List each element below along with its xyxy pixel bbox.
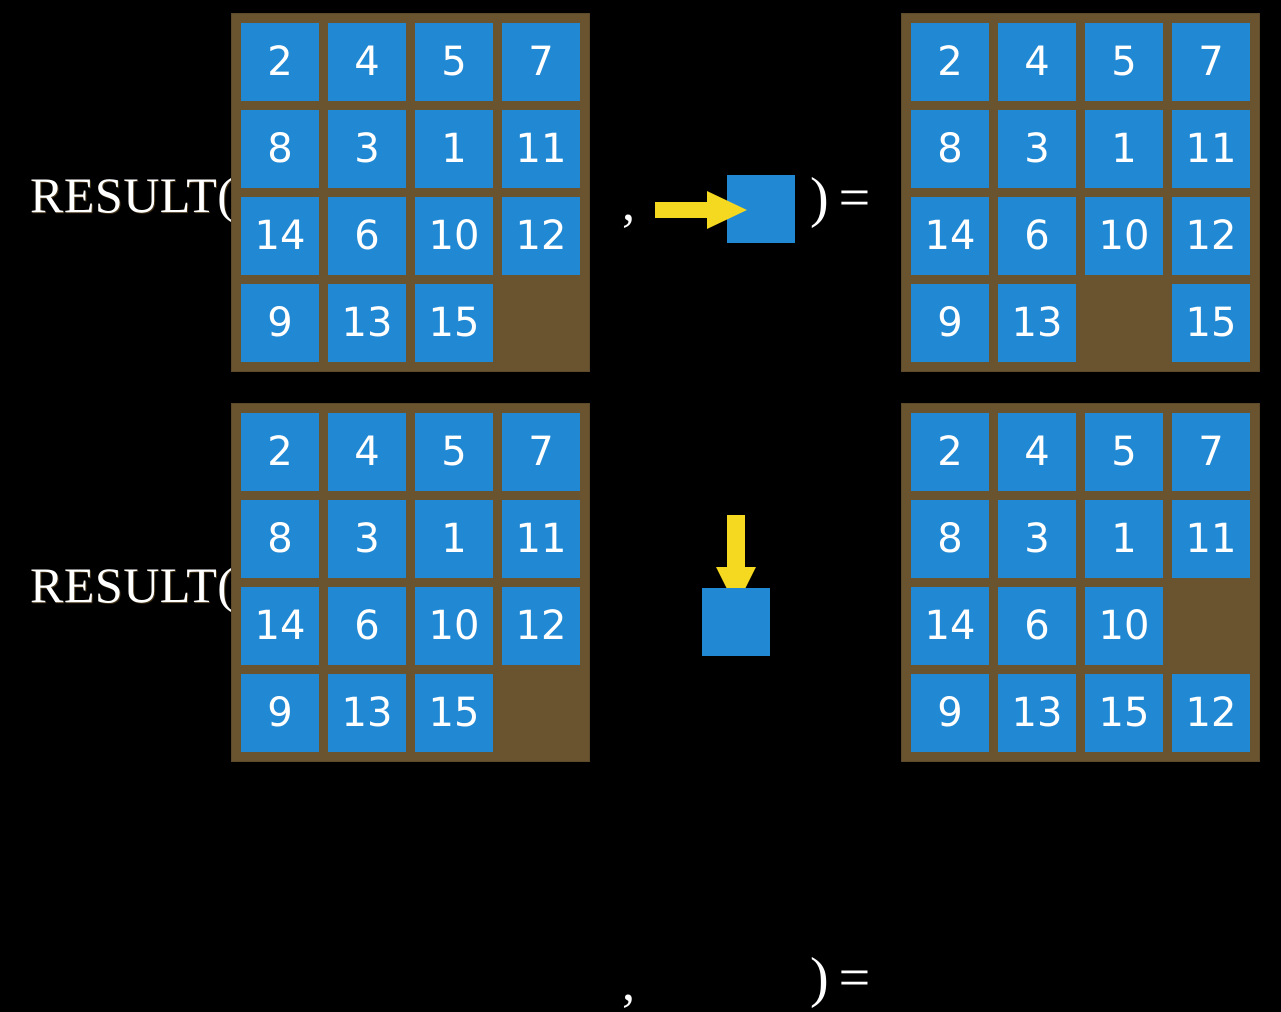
puzzle-tile[interactable]: 1 <box>1085 500 1163 578</box>
puzzle-tile[interactable]: 14 <box>241 197 319 275</box>
action-blank-tile-down[interactable] <box>702 588 770 656</box>
move-down-action <box>700 515 775 660</box>
equation-row-right-move: RESULT( 2 4 5 7 8 3 1 11 14 6 10 12 9 13… <box>0 0 1281 390</box>
puzzle-tile[interactable]: 4 <box>328 413 406 491</box>
puzzle-tile[interactable]: 13 <box>998 674 1076 752</box>
puzzle-grid: 2 4 5 7 8 3 1 11 14 6 10 12 9 13 15 <box>911 23 1250 362</box>
puzzle-tile[interactable]: 13 <box>328 284 406 362</box>
puzzle-tile[interactable]: 7 <box>502 23 580 101</box>
puzzle-tile[interactable]: 12 <box>1172 674 1250 752</box>
arrow-down-icon <box>716 515 756 607</box>
puzzle-tile[interactable]: 6 <box>328 197 406 275</box>
puzzle-tile[interactable]: 12 <box>1172 197 1250 275</box>
puzzle-tile[interactable]: 7 <box>1172 23 1250 101</box>
puzzle-tile[interactable]: 10 <box>415 587 493 665</box>
puzzle-tile[interactable]: 15 <box>415 674 493 752</box>
puzzle-tile[interactable]: 2 <box>911 23 989 101</box>
puzzle-tile[interactable]: 11 <box>502 500 580 578</box>
equals-sign: = <box>838 947 871 1009</box>
puzzle-blank-slot[interactable] <box>502 284 580 362</box>
equation-row-down-move: RESULT( 2 4 5 7 8 3 1 11 14 6 10 12 9 13… <box>0 390 1281 1010</box>
puzzle-tile[interactable]: 3 <box>328 500 406 578</box>
puzzle-tile[interactable]: 12 <box>502 587 580 665</box>
puzzle-tile[interactable]: 13 <box>998 284 1076 362</box>
argument-separator-comma-top: , <box>622 175 635 232</box>
close-paren-equals-bottom: )= <box>810 950 870 1006</box>
puzzle-tile[interactable]: 8 <box>241 110 319 188</box>
puzzle-tile[interactable]: 5 <box>415 413 493 491</box>
puzzle-tile[interactable]: 1 <box>1085 110 1163 188</box>
puzzle-tile[interactable]: 10 <box>1085 197 1163 275</box>
puzzle-blank-slot[interactable] <box>1172 587 1250 665</box>
puzzle-tile[interactable]: 10 <box>1085 587 1163 665</box>
puzzle-tile[interactable]: 11 <box>502 110 580 188</box>
puzzle-tile[interactable]: 11 <box>1172 500 1250 578</box>
puzzle-tile[interactable]: 5 <box>1085 23 1163 101</box>
puzzle-tile[interactable]: 12 <box>502 197 580 275</box>
puzzle-tile[interactable]: 3 <box>998 500 1076 578</box>
puzzle-tile[interactable]: 3 <box>328 110 406 188</box>
puzzle-tile[interactable]: 6 <box>998 197 1076 275</box>
arrow-right-icon <box>655 191 747 229</box>
puzzle-tile[interactable]: 14 <box>911 197 989 275</box>
puzzle-tile[interactable]: 7 <box>502 413 580 491</box>
puzzle-tile[interactable]: 1 <box>415 500 493 578</box>
fifteen-puzzle-input-top: 2 4 5 7 8 3 1 11 14 6 10 12 9 13 15 <box>232 14 589 371</box>
puzzle-tile[interactable]: 8 <box>241 500 319 578</box>
puzzle-blank-slot[interactable] <box>1085 284 1163 362</box>
puzzle-tile[interactable]: 2 <box>911 413 989 491</box>
puzzle-tile[interactable]: 6 <box>328 587 406 665</box>
puzzle-tile[interactable]: 9 <box>911 674 989 752</box>
puzzle-tile[interactable]: 11 <box>1172 110 1250 188</box>
puzzle-tile[interactable]: 2 <box>241 23 319 101</box>
puzzle-tile[interactable]: 9 <box>911 284 989 362</box>
puzzle-tile[interactable]: 9 <box>241 284 319 362</box>
puzzle-grid: 2 4 5 7 8 3 1 11 14 6 10 12 9 13 15 <box>241 23 580 362</box>
close-paren: ) <box>810 947 829 1009</box>
puzzle-tile[interactable]: 3 <box>998 110 1076 188</box>
puzzle-tile[interactable]: 1 <box>415 110 493 188</box>
move-right-action <box>655 175 800 245</box>
fifteen-puzzle-output-top: 2 4 5 7 8 3 1 11 14 6 10 12 9 13 15 <box>902 14 1259 371</box>
puzzle-grid: 2 4 5 7 8 3 1 11 14 6 10 12 9 13 15 <box>241 413 580 752</box>
puzzle-tile[interactable]: 4 <box>328 23 406 101</box>
fifteen-puzzle-input-bottom: 2 4 5 7 8 3 1 11 14 6 10 12 9 13 15 <box>232 404 589 761</box>
puzzle-tile[interactable]: 2 <box>241 413 319 491</box>
close-paren: ) <box>810 167 829 229</box>
puzzle-tile[interactable]: 5 <box>415 23 493 101</box>
puzzle-tile[interactable]: 5 <box>1085 413 1163 491</box>
puzzle-tile[interactable]: 9 <box>241 674 319 752</box>
puzzle-tile[interactable]: 15 <box>1172 284 1250 362</box>
puzzle-tile[interactable]: 10 <box>415 197 493 275</box>
result-function-label-top: RESULT( <box>30 167 235 223</box>
puzzle-tile[interactable]: 8 <box>911 110 989 188</box>
puzzle-tile[interactable]: 15 <box>1085 674 1163 752</box>
puzzle-tile[interactable]: 15 <box>415 284 493 362</box>
argument-separator-comma-bottom: , <box>622 955 635 1012</box>
puzzle-blank-slot[interactable] <box>502 674 580 752</box>
puzzle-tile[interactable]: 13 <box>328 674 406 752</box>
puzzle-tile[interactable]: 4 <box>998 413 1076 491</box>
puzzle-tile[interactable]: 7 <box>1172 413 1250 491</box>
puzzle-tile[interactable]: 14 <box>241 587 319 665</box>
puzzle-tile[interactable]: 14 <box>911 587 989 665</box>
puzzle-tile[interactable]: 4 <box>998 23 1076 101</box>
puzzle-grid: 2 4 5 7 8 3 1 11 14 6 10 9 13 15 12 <box>911 413 1250 752</box>
result-function-label-bottom: RESULT( <box>30 557 235 613</box>
puzzle-tile[interactable]: 6 <box>998 587 1076 665</box>
fifteen-puzzle-output-bottom: 2 4 5 7 8 3 1 11 14 6 10 9 13 15 12 <box>902 404 1259 761</box>
close-paren-equals-top: )= <box>810 170 870 226</box>
equals-sign: = <box>838 167 871 229</box>
puzzle-tile[interactable]: 8 <box>911 500 989 578</box>
